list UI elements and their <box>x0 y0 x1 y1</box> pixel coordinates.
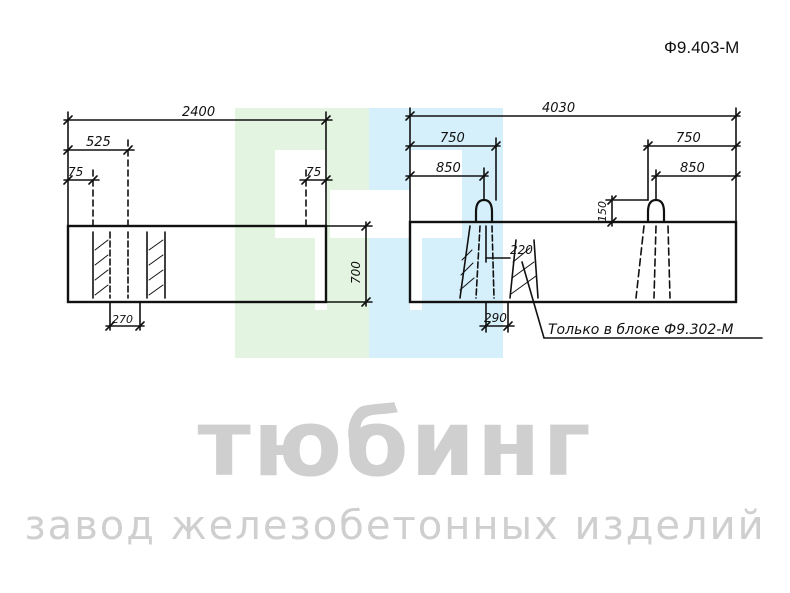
dim-290: 290 <box>484 311 507 325</box>
dim-850-left: 850 <box>436 161 461 176</box>
lifting-loop-right <box>646 198 666 224</box>
dim-850-right: 850 <box>680 161 705 176</box>
left-block-cores <box>92 231 166 299</box>
watermark-logo-cutout <box>315 238 327 310</box>
watermark-logo-cutout <box>330 190 410 238</box>
dim-750-left: 750 <box>440 131 465 146</box>
dim-700: 700 <box>349 261 363 284</box>
dim-75-right: 75 <box>306 165 321 179</box>
block-note: Только в блоке Ф9.302-М <box>548 322 733 338</box>
right-block-cores-right <box>635 225 671 299</box>
right-block-outline <box>408 220 738 304</box>
watermark-logo-cutout <box>410 150 462 238</box>
right-block-cores-left <box>459 225 539 299</box>
document-code: Ф9.403-М <box>664 38 740 57</box>
dim-270: 270 <box>112 313 133 326</box>
left-block-outline <box>66 224 328 304</box>
dim-220: 220 <box>510 243 533 257</box>
watermark-brand: тюбинг <box>197 390 593 497</box>
dim-525: 525 <box>86 135 111 150</box>
dim-150: 150 <box>596 201 609 222</box>
watermark-logo-cutout <box>410 238 422 310</box>
watermark-logo-cutout <box>275 150 327 238</box>
lifting-loop-left <box>474 198 494 224</box>
watermark-tagline: завод железобетонных изделий <box>24 503 766 549</box>
note-leader-line <box>521 261 763 339</box>
dim-750-right: 750 <box>676 131 701 146</box>
dim-2400: 2400 <box>182 105 215 120</box>
dim-4030: 4030 <box>542 101 575 116</box>
dim-75-left: 75 <box>68 165 83 179</box>
